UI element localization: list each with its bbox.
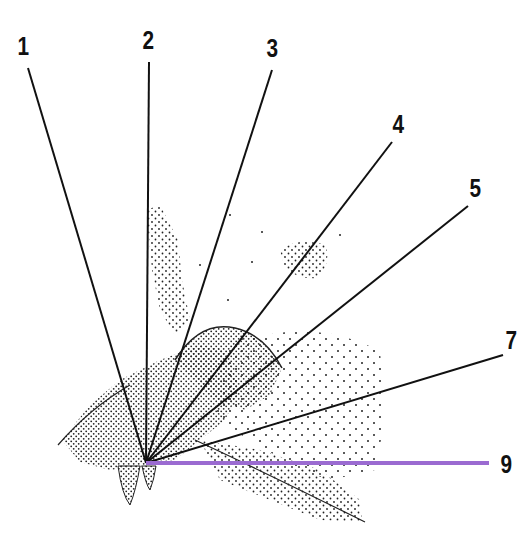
- callout-number: 9: [501, 451, 513, 477]
- stipple-column: [146, 205, 190, 335]
- horizontal-reference-line: [146, 461, 489, 465]
- reference-line: [146, 206, 468, 463]
- reference-line: [28, 68, 146, 463]
- hump-outline: [175, 327, 282, 368]
- lower-border: [195, 440, 365, 522]
- callout-number: 4: [393, 111, 405, 137]
- reference-line: [146, 355, 503, 463]
- reference-line: [146, 70, 272, 463]
- reference-lines: [28, 62, 503, 463]
- callout-number: 7: [506, 327, 518, 353]
- callout-number: 2: [143, 27, 155, 53]
- lower-tooth: [142, 466, 156, 490]
- callout-number: 5: [470, 175, 482, 201]
- lower-tooth: [118, 466, 140, 505]
- scattered-dots: [199, 214, 341, 301]
- callout-number: 1: [18, 33, 30, 59]
- callout-number: 3: [267, 35, 279, 61]
- reference-line: [146, 62, 149, 463]
- left-border: [58, 385, 130, 445]
- stipple-blob: [280, 241, 327, 278]
- reference-line: [146, 142, 392, 463]
